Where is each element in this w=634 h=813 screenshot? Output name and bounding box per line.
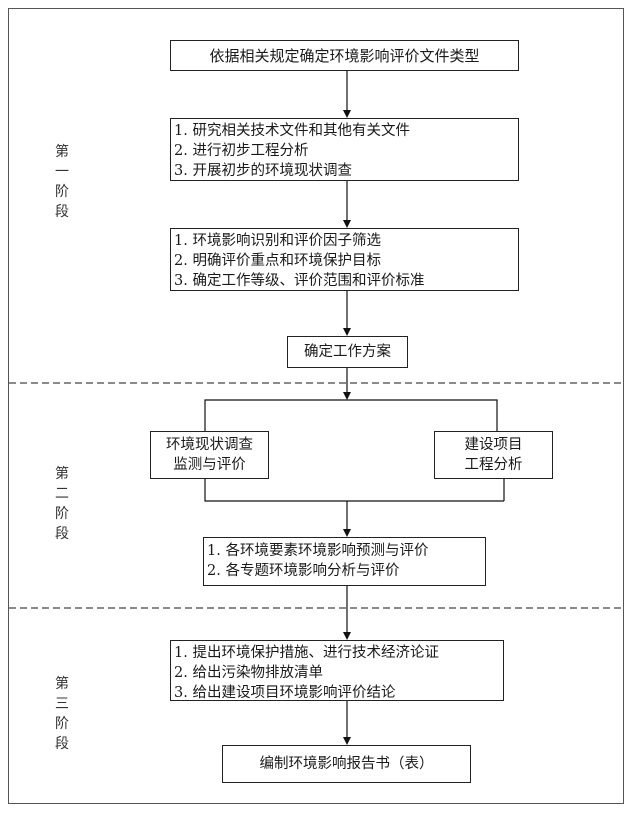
node-measures: 1. 提出环境保护措施、进行技术经济论证 2. 给出污染物排放清单 3. 给出建… xyxy=(170,640,504,701)
merge-connector xyxy=(204,478,504,502)
stage-label-3: 第 三 阶 段 xyxy=(55,676,69,752)
node-prediction: 1. 各环境要素环境影响预测与评价 2. 各专题环境影响分析与评价 xyxy=(203,537,486,586)
split-connector xyxy=(204,399,498,431)
arrowhead-7 xyxy=(343,737,351,745)
arrowhead-2 xyxy=(343,220,351,228)
stage-label-1: 第 一 阶 段 xyxy=(55,144,69,220)
diagram-frame xyxy=(8,8,624,804)
node-project-analysis: 建设项目 工程分析 xyxy=(434,431,553,479)
arrowhead-1 xyxy=(343,110,351,118)
arrowhead-6 xyxy=(343,632,351,640)
arrowhead-5 xyxy=(343,529,351,537)
arrowhead-4 xyxy=(343,392,351,400)
node-env-survey: 环境现状调查 监测与评价 xyxy=(150,431,269,479)
node-work-plan: 确定工作方案 xyxy=(287,336,408,368)
node-identification: 1. 环境影响识别和评价因子筛选 2. 明确评价重点和环境保护目标 3. 确定工… xyxy=(170,228,519,291)
stage-label-2: 第 二 阶 段 xyxy=(55,466,69,542)
node-research: 1. 研究相关技术文件和其他有关文件 2. 进行初步工程分析 3. 开展初步的环… xyxy=(170,118,519,181)
arrowhead-3 xyxy=(343,328,351,336)
node-determine-doc-type: 依据相关规定确定环境影响评价文件类型 xyxy=(170,40,519,71)
node-report: 编制环境影响报告书（表） xyxy=(222,745,471,783)
